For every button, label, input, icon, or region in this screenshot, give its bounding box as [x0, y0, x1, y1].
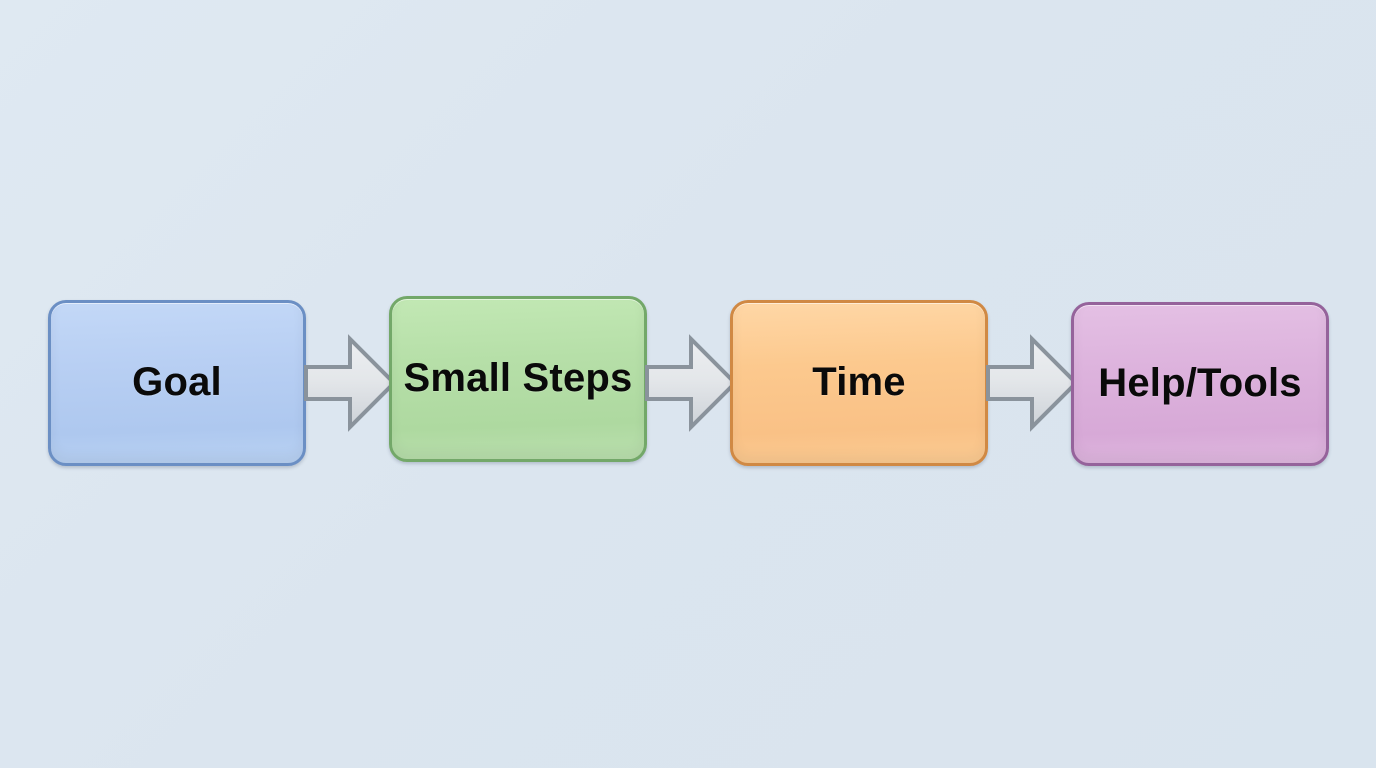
- flow-sequence: Goal Small Steps: [0, 296, 1376, 472]
- node-small-steps-label: Small Steps: [403, 356, 633, 401]
- block-arrow-right-icon: [645, 334, 737, 432]
- block-arrow-right-icon: [304, 334, 396, 432]
- node-time[interactable]: Time: [730, 300, 988, 466]
- node-time-label: Time: [812, 360, 906, 405]
- node-goal-label: Goal: [132, 360, 222, 405]
- node-small-steps[interactable]: Small Steps: [389, 296, 647, 462]
- block-arrow-right-icon: [986, 334, 1078, 432]
- node-goal[interactable]: Goal: [48, 300, 306, 466]
- node-help-tools[interactable]: Help/Tools: [1071, 302, 1329, 466]
- node-help-tools-label: Help/Tools: [1098, 361, 1302, 406]
